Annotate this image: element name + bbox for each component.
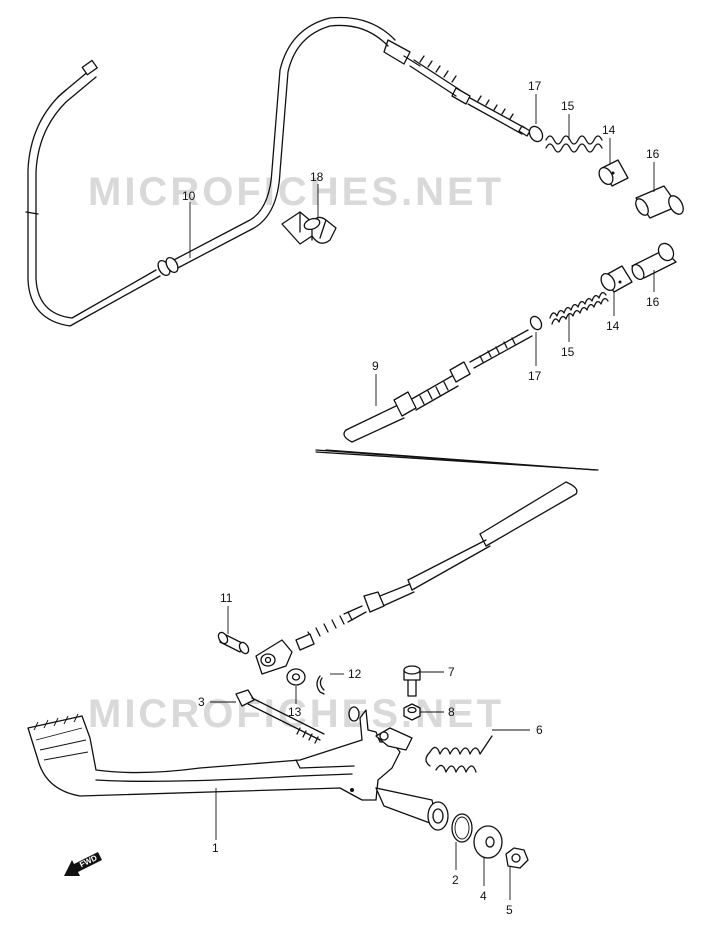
brake-pedal-part-1: [27, 706, 449, 831]
callout-13: 13: [288, 705, 302, 719]
callout-14-bottom: 14: [606, 319, 620, 333]
callout-16-top: 16: [646, 147, 660, 161]
return-spring-part-6: [425, 735, 493, 773]
clamp-part-18: [281, 211, 337, 245]
callout-16-bottom: 16: [646, 295, 660, 309]
cable-upper-part-10: [25, 16, 531, 327]
callout-3: 3: [198, 695, 205, 709]
callout-8: 8: [448, 705, 455, 719]
spring-upper-part-15: [545, 135, 603, 153]
nut-part-5: [505, 847, 529, 869]
clevis-yoke: [255, 639, 293, 675]
watermark-top: MICROFICHES.NET: [88, 170, 504, 214]
callout-14-top: 14: [602, 123, 616, 137]
collar-upper-part-14: [598, 159, 629, 187]
watermark-bottom: MICROFICHES.NET: [88, 692, 504, 736]
leader-lines: [189, 94, 655, 900]
pin-lower-part-16: [631, 242, 677, 281]
callout-15-bottom: 15: [561, 345, 575, 359]
callout-12: 12: [348, 667, 362, 681]
callout-17-bottom: 17: [528, 369, 542, 383]
bolt-part-3: [235, 689, 325, 744]
callout-2: 2: [452, 873, 459, 887]
collar-lower-part-14: [600, 265, 633, 293]
callout-9: 9: [372, 359, 379, 373]
callout-4: 4: [480, 889, 487, 903]
clevis-pin-part-11: [217, 631, 250, 655]
cotter-pin-part-12: [316, 675, 325, 695]
washer-part-4: [473, 825, 503, 859]
spring-lower-part-15: [549, 291, 609, 325]
nut-part-8: [403, 703, 421, 721]
callout-1: 1: [212, 841, 219, 855]
callout-15-top: 15: [561, 99, 575, 113]
callout-18: 18: [310, 170, 324, 184]
fwd-arrow-icon: FWD: [64, 852, 102, 876]
callout-7: 7: [448, 665, 455, 679]
fwd-label: FWD: [78, 853, 99, 869]
pin-upper-part-16: [635, 185, 684, 219]
bolt-part-7: [403, 665, 421, 697]
callout-numbers: 10 18 17 15 14 16 16 14 15 17 9 11 12 13…: [182, 79, 660, 917]
callout-11: 11: [220, 591, 233, 605]
washer-upper-part-17: [528, 125, 544, 143]
washer-part-13: [286, 668, 306, 686]
washer-lower-part-17: [529, 315, 543, 331]
callout-17-top: 17: [528, 79, 542, 93]
cable-lower-part-9: [295, 329, 599, 651]
callout-5: 5: [506, 903, 513, 917]
callout-10: 10: [182, 189, 196, 203]
callout-6: 6: [536, 723, 543, 737]
